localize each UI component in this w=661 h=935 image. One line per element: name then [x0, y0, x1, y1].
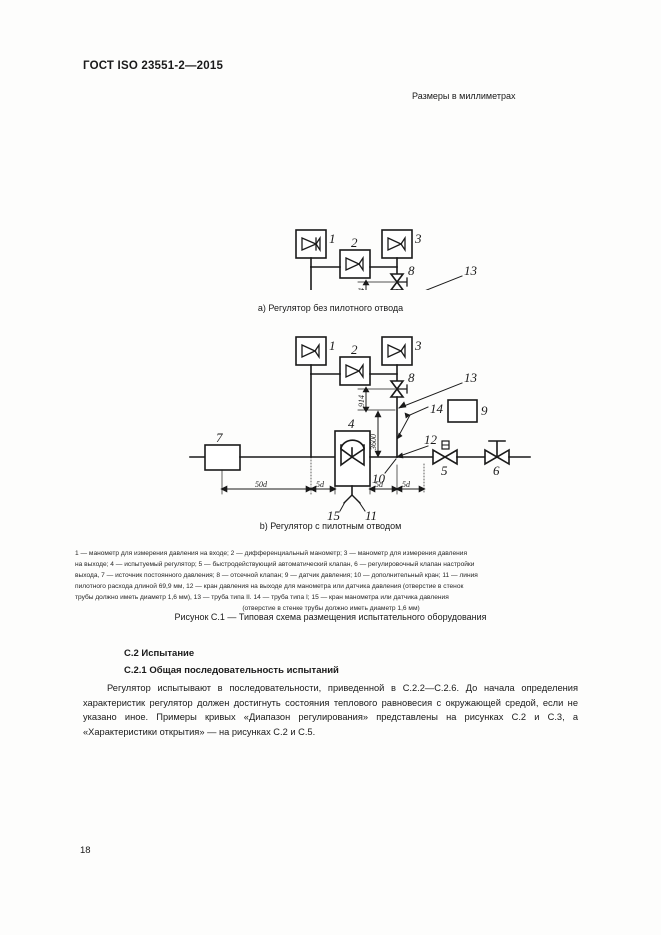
callout-b-7: 7	[216, 430, 223, 445]
dimension-50d-b: 50d	[255, 480, 268, 489]
callout-b-2: 2	[351, 342, 358, 357]
diagram-b: 1 2 3 4 5 6 7 8 9 10 11 12 13 14 15 50d …	[0, 325, 661, 520]
callout-b-14: 14	[430, 401, 444, 416]
callout-b-15: 15	[327, 508, 341, 520]
callout-b-11: 11	[365, 508, 377, 520]
subcaption-b: b) Регулятор с пилотным отводом	[259, 521, 402, 531]
legend-line-6: (отверстие в стенке трубы должно иметь д…	[242, 605, 420, 613]
callout-13: 13	[464, 263, 478, 278]
callout-b-12: 12	[424, 432, 438, 447]
callout-b-1: 1	[329, 338, 336, 353]
dimension-5d-b2: 5d	[375, 480, 384, 489]
dimension-3600-b: 3600	[369, 434, 378, 451]
diagram-a: 1 2 3 4 5 6 7 8 9 10 11 12 13 14 50d 5d …	[0, 110, 661, 290]
legend-line-5: трубы должно иметь диаметр 1,6 мм), 13 —…	[75, 594, 449, 602]
callout-b-13: 13	[464, 370, 478, 385]
callout-b-10: 10	[372, 471, 386, 486]
section-paragraph-text: Регулятор испытывают в последовательност…	[83, 683, 578, 737]
legend-line-3: выхода, 7 — источник постоянного давлени…	[75, 572, 478, 580]
callout-b-6: 6	[493, 463, 500, 478]
document-header: ГОСТ ISO 23551-2—2015	[83, 60, 224, 72]
callout-b-5: 5	[441, 463, 448, 478]
section-paragraph: Регулятор испытывают в последовательност…	[83, 681, 578, 739]
page-number: 18	[80, 845, 91, 856]
callout-1: 1	[329, 231, 336, 246]
legend-line-4: пилотного расхода длиной 69,9 мм, 12 — к…	[75, 583, 464, 591]
dimension-5d-b3: 5d	[402, 480, 411, 489]
units-note: Размеры в миллиметрах	[412, 91, 516, 101]
callout-3: 3	[414, 231, 422, 246]
legend-line-2: на выходе; 4 — испытуемый регулятор; 5 —…	[75, 561, 475, 569]
legend-line-1: 1 — манометр для измерения давления на в…	[75, 550, 468, 557]
callout-b-3: 3	[414, 338, 422, 353]
callout-b-8: 8	[408, 370, 415, 385]
dimension-914-b: 914	[357, 395, 366, 407]
callout-b-4: 4	[348, 416, 355, 431]
section-subheading: С.2.1 Общая последовательность испытаний	[124, 665, 339, 676]
subcaption-a: a) Регулятор без пилотного отвода	[257, 303, 404, 313]
dimension-5d-b1: 5d	[316, 480, 325, 489]
callout-b-9: 9	[481, 403, 488, 418]
section-heading: С.2 Испытание	[124, 648, 195, 659]
dimension-914-a: 914	[357, 288, 366, 290]
callout-8: 8	[408, 263, 415, 278]
figure-legend: 1 — манометр для измерения давления на в…	[75, 548, 587, 615]
figure-caption: Рисунок С.1 — Типовая схема размещения и…	[174, 612, 487, 622]
callout-2: 2	[351, 235, 358, 250]
